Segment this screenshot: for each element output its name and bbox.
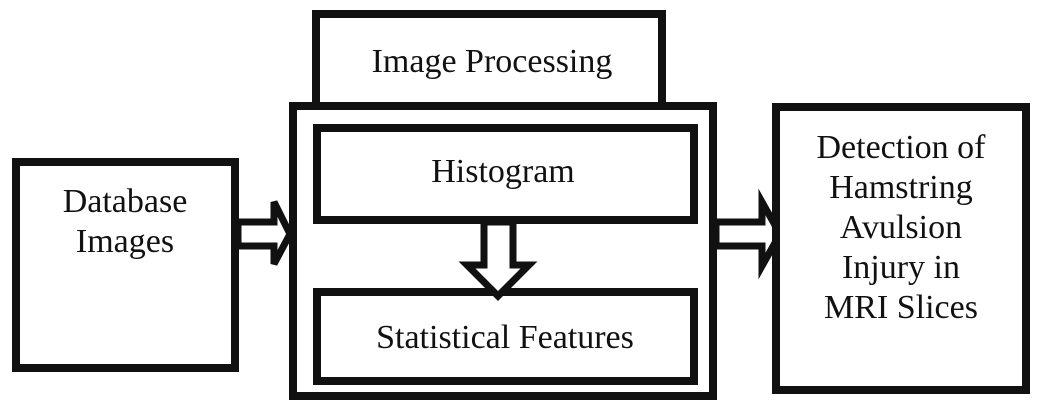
output-label-line-2: Hamstring xyxy=(829,169,973,206)
processing-title: Image Processing xyxy=(372,43,613,80)
statistical-features-label: Statistical Features xyxy=(376,319,634,356)
output-label-line-4: Injury in xyxy=(842,249,960,286)
output-label-line-3: Avulsion xyxy=(840,209,962,246)
detection-output-box: Detection of Hamstring Avulsion Injury i… xyxy=(772,103,1030,394)
statistical-features-box: Statistical Features xyxy=(313,288,698,385)
output-label-line-5: MRI Slices xyxy=(824,289,978,326)
image-processing-title-box: Image Processing xyxy=(312,10,666,112)
right-arrow-icon xyxy=(712,188,785,280)
histogram-box: Histogram xyxy=(313,124,698,224)
input-label-line-1: Database xyxy=(63,183,188,220)
input-label-line-2: Images xyxy=(76,223,174,260)
right-arrow-icon xyxy=(234,200,294,266)
output-label-line-1: Detection of xyxy=(817,129,987,166)
histogram-label: Histogram xyxy=(431,153,575,190)
database-images-box: Database Images xyxy=(12,158,239,372)
down-arrow-icon xyxy=(458,218,538,301)
